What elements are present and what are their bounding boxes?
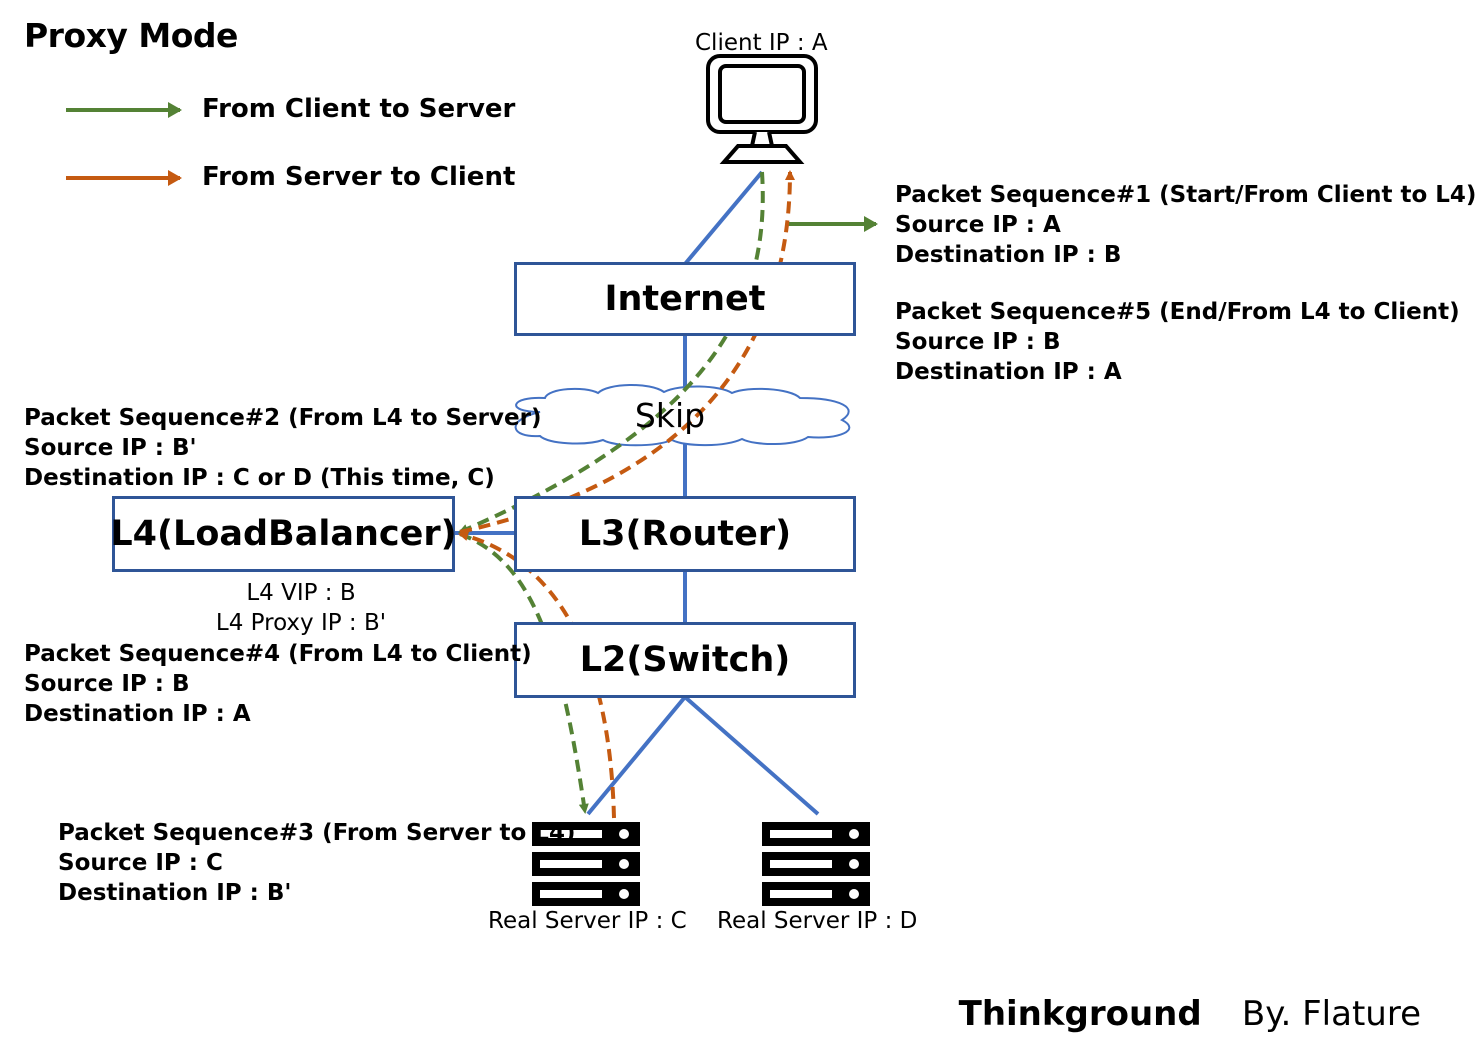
footer: Thinkground By. Flature <box>959 994 1421 1034</box>
l4-vip-label: L4 VIP : B <box>246 580 356 606</box>
seq5-source: Source IP : B <box>895 329 1061 355</box>
monitor-icon <box>706 54 818 164</box>
server-stack-d-icon <box>762 822 870 906</box>
seq3-destination: Destination IP : B' <box>58 880 292 906</box>
packet-sequence-3: Packet Sequence#3 (From Server to L4) So… <box>58 818 575 908</box>
internet-node: Internet <box>514 262 856 336</box>
seq4-source: Source IP : B <box>24 671 190 697</box>
footer-author: By. Flature <box>1241 994 1421 1034</box>
seq1-title: Packet Sequence#1 (Start/From Client to … <box>895 182 1476 208</box>
packet-sequence-2: Packet Sequence#2 (From L4 to Server) So… <box>24 403 541 493</box>
l4-proxy-ip-label: L4 Proxy IP : B' <box>215 610 387 636</box>
seq2-destination: Destination IP : C or D (This time, C) <box>24 465 495 491</box>
seq1-source: Source IP : A <box>895 212 1061 238</box>
flow-client-to-l4-green <box>458 171 765 534</box>
cloud-icon <box>514 384 851 447</box>
cloud-label: Skip <box>634 396 706 435</box>
server-c-label: Real Server IP : C <box>488 908 687 934</box>
link-client-internet <box>683 170 764 266</box>
link-l2-server-d <box>683 695 820 816</box>
seq1-destination: Destination IP : B <box>895 242 1122 268</box>
client-ip-label: Client IP : A <box>695 30 828 56</box>
page-title: Proxy Mode <box>24 16 238 55</box>
flow-l4-to-client-orange <box>459 170 795 534</box>
seq2-source: Source IP : B' <box>24 435 197 461</box>
seq5-destination: Destination IP : A <box>895 359 1122 385</box>
seq3-title: Packet Sequence#3 (From Server to L4) <box>58 820 576 846</box>
legend-label-client-to-server: From Client to Server <box>202 94 516 124</box>
seq4-title: Packet Sequence#4 (From L4 to Client) <box>24 641 532 667</box>
seq2-title: Packet Sequence#2 (From L4 to Server) <box>24 405 542 431</box>
seq3-source: Source IP : C <box>58 850 223 876</box>
server-d-label: Real Server IP : D <box>717 908 918 934</box>
link-l2-server-c <box>586 695 687 816</box>
legend-label-server-to-client: From Server to Client <box>202 162 516 192</box>
seq4-destination: Destination IP : A <box>24 701 251 727</box>
packet-sequence-1: Packet Sequence#1 (Start/From Client to … <box>895 180 1476 270</box>
l4-loadbalancer-node: L4(LoadBalancer) <box>110 496 457 572</box>
footer-brand: Thinkground <box>958 994 1202 1034</box>
flow-l4-to-server-green <box>459 532 589 814</box>
l2-switch-node: L2(Switch) <box>514 622 856 698</box>
l3-router-node: L3(Router) <box>514 496 856 572</box>
server-stack-c-icon <box>532 822 640 906</box>
seq5-title: Packet Sequence#5 (End/From L4 to Client… <box>895 299 1460 325</box>
packet-sequence-4: Packet Sequence#4 (From L4 to Client) So… <box>24 639 532 729</box>
packet-sequence-5: Packet Sequence#5 (End/From L4 to Client… <box>895 297 1460 387</box>
